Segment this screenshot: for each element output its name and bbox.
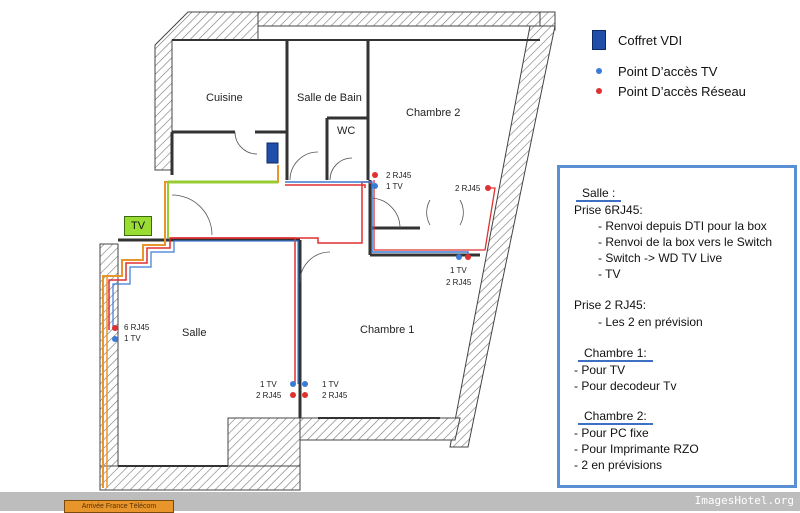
- chambre1-heading: Chambre 1:: [578, 346, 653, 362]
- outlet-label: 1 TV: [260, 380, 277, 389]
- legend-coffret: Coffret VDI: [584, 30, 682, 50]
- tv-label: TV: [124, 216, 152, 236]
- network-point-icon: [290, 392, 296, 398]
- room-label-chambre1: Chambre 1: [360, 324, 414, 336]
- list-item: - 2 en prévisions: [574, 458, 663, 472]
- list-item: - Renvoi depuis DTI pour la box: [598, 219, 767, 233]
- outlet-label: 2 RJ45: [256, 391, 282, 400]
- room-label-cuisine: Cuisine: [206, 92, 243, 104]
- network-point-icon: [372, 172, 378, 178]
- room-label-salle: Salle: [182, 327, 206, 339]
- room-labels: Cuisine Salle de Bain WC Chambre 2 Chamb…: [182, 92, 460, 339]
- outlet-label: 1 TV: [386, 182, 403, 191]
- legend-coffret-label: Coffret VDI: [618, 32, 683, 48]
- list-item: - Pour Imprimante RZO: [574, 442, 699, 456]
- list-item: - Pour decodeur Tv: [574, 379, 677, 393]
- list-item: - Renvoi de la box vers le Switch: [598, 235, 773, 249]
- room-label-salle-de-bain: Salle de Bain: [297, 92, 362, 104]
- tv-point-icon: [456, 254, 462, 260]
- interior-walls: [118, 39, 540, 467]
- network-point-icon: [485, 185, 491, 191]
- tv-dot-icon: [584, 68, 614, 74]
- tv-point-icon: [302, 381, 308, 387]
- list-item: - Switch -> WD TV Live: [598, 251, 723, 265]
- network-dot-icon: [584, 88, 614, 94]
- outlet-label: 1 TV: [450, 266, 467, 275]
- footer-bar: ImagesHotel.org: [0, 492, 800, 511]
- watermark-text: ImagesHotel.org: [694, 494, 794, 507]
- list-item: - TV: [598, 267, 621, 281]
- info-panel: Salle : Prise 6RJ45: - Renvoi depuis DTI…: [557, 165, 797, 488]
- prise6-label: Prise 6RJ45:: [574, 203, 643, 217]
- cable-arrival-label: Arrivée France Télécom: [64, 500, 174, 513]
- legend-tv-label: Point D’accès TV: [618, 63, 718, 79]
- door-swings: [171, 131, 464, 283]
- list-item: - Les 2 en prévision: [598, 315, 703, 329]
- outlet-label: 1 TV: [322, 380, 339, 389]
- outlet-label: 6 RJ45: [124, 323, 150, 332]
- outlet-points: [112, 172, 491, 398]
- outlet-label: 2 RJ45: [446, 278, 472, 287]
- network-point-icon: [112, 325, 118, 331]
- coffret-vdi-icon: [266, 142, 279, 164]
- room-label-wc: WC: [337, 125, 355, 137]
- prise2-label: Prise 2 RJ45:: [574, 298, 647, 312]
- legend-reseau: Point D’accès Réseau: [584, 81, 746, 101]
- outlet-label: 2 RJ45: [455, 184, 481, 193]
- tv-point-icon: [372, 183, 378, 189]
- legend-tv: Point D’accès TV: [584, 61, 717, 81]
- cables: [102, 165, 496, 488]
- outlet-label: 2 RJ45: [322, 391, 348, 400]
- tv-point-icon: [290, 381, 296, 387]
- outlet-label: 2 RJ45: [386, 171, 412, 180]
- coffret-icon: [584, 30, 614, 50]
- legend-reseau-label: Point D’accès Réseau: [618, 83, 746, 99]
- network-point-icon: [302, 392, 308, 398]
- network-point-icon: [465, 254, 471, 260]
- outlet-label: 1 TV: [124, 334, 141, 343]
- outlet-labels: 2 RJ45 1 TV 2 RJ45 1 TV 2 RJ45 6 RJ45 1 …: [124, 171, 481, 400]
- chambre2-heading: Chambre 2:: [578, 409, 653, 425]
- tv-point-icon: [112, 336, 118, 342]
- salle-heading: Salle :: [576, 186, 622, 202]
- list-item: - Pour TV: [574, 363, 626, 377]
- list-item: - Pour PC fixe: [574, 426, 649, 440]
- room-label-chambre2: Chambre 2: [406, 107, 460, 119]
